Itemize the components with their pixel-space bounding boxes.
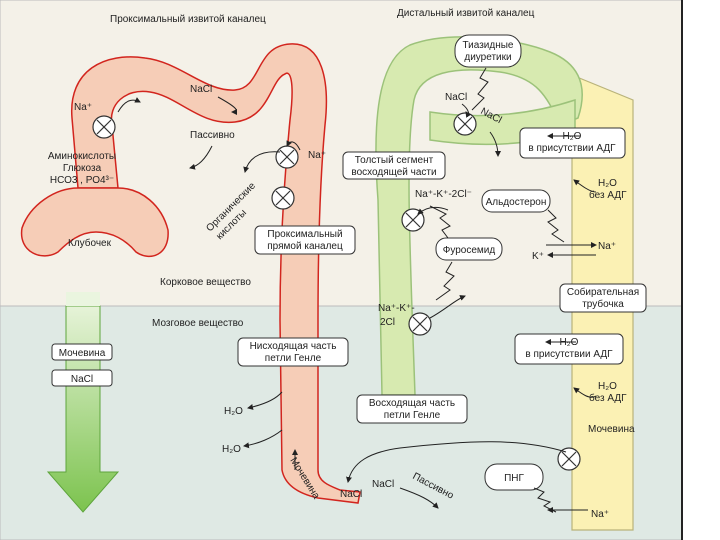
furosemide-inhibition-top bbox=[429, 205, 451, 239]
nacl-label: NaCl bbox=[190, 84, 212, 95]
transporter-straight-2 bbox=[271, 186, 295, 210]
straight-tubule-box bbox=[254, 225, 356, 255]
loop-nacl-passive-label: NaCl bbox=[372, 479, 394, 490]
cotransporter-proximal bbox=[92, 115, 116, 139]
proximal-convoluted-title: Проксимальный извитой каналец bbox=[110, 14, 266, 25]
h2o-no-adh-top-arrow bbox=[573, 179, 597, 193]
nkcc-bottom-arrow bbox=[429, 295, 466, 319]
passive-arrow bbox=[189, 145, 213, 170]
nkcc-bottom-symbol bbox=[408, 312, 432, 336]
gradient-arrow-top bbox=[66, 292, 100, 306]
glucose-label: Глюкоза bbox=[63, 163, 102, 174]
thick-segment-label-2: восходящей части bbox=[351, 167, 436, 178]
nkcc-bottom-label-1: Na⁺-K⁺- bbox=[378, 303, 415, 314]
bicarbonate-label: НСО3 , РО4³⁻ bbox=[50, 175, 114, 186]
h2o-no-adh-top-label-1: H₂O bbox=[598, 178, 617, 189]
nacl-cotransporter bbox=[453, 112, 477, 136]
legend-urea-label: Мочевина bbox=[59, 348, 106, 359]
organic-acids-arrow bbox=[243, 151, 281, 173]
thiazide-inhibition bbox=[471, 67, 489, 111]
h2o-no-adh-top-label-2: без АДГ bbox=[589, 189, 627, 201]
nkcc-bottom-label-2: 2Cl bbox=[380, 317, 395, 328]
h2o-arrow-2 bbox=[243, 429, 283, 449]
distal-convoluted-title: Дистальный извитой каналец bbox=[397, 8, 535, 19]
furosemide-box bbox=[435, 237, 503, 261]
descending-label-2: петли Генле bbox=[265, 353, 322, 364]
na-plus-right-label: Na⁺ bbox=[308, 150, 326, 161]
aldosterone-effect bbox=[547, 209, 565, 243]
aldosterone-label: Альдостерон bbox=[486, 197, 547, 208]
furosemide-inhibition-bottom bbox=[435, 261, 455, 301]
legend-nacl-label: NaCl bbox=[71, 374, 93, 385]
h2o-adh-top-box bbox=[519, 127, 626, 159]
thiazide-box bbox=[454, 34, 522, 68]
na-arrow bbox=[117, 97, 141, 113]
ascending-box bbox=[356, 394, 468, 424]
h2o-no-adh-bottom-label-2: без АДГ bbox=[589, 392, 627, 404]
cortex-label: Корковое вещество bbox=[160, 277, 251, 288]
gradient-arrow bbox=[46, 305, 120, 513]
h2o-label-2: H₂O bbox=[222, 444, 241, 455]
na-plus-label: Na⁺ bbox=[74, 102, 92, 113]
h2o-label-1: H₂O bbox=[224, 406, 243, 417]
nacl-passive-arrow bbox=[399, 487, 439, 509]
straight-tubule-label-1: Проксимальный bbox=[267, 229, 342, 240]
png-box bbox=[484, 463, 544, 491]
ascending-label-1: Восходящая часть bbox=[369, 398, 455, 409]
glomerulus bbox=[20, 187, 169, 258]
collecting-urea-label: Мочевина bbox=[588, 424, 635, 435]
loop-nacl-bottom-label: NaCl bbox=[340, 489, 362, 500]
h2o-arrow-1 bbox=[247, 391, 283, 410]
legend-urea-box bbox=[51, 343, 113, 361]
transporter-straight-1 bbox=[275, 145, 299, 169]
urea-transporter bbox=[557, 447, 581, 471]
collecting-na-plus-bottom-label: Na⁺ bbox=[591, 509, 609, 520]
duct-label-2: трубочка bbox=[582, 298, 624, 310]
collecting-k-plus-label: K⁺ bbox=[532, 251, 544, 262]
thick-segment-label-1: Толстый сегмент bbox=[355, 155, 434, 166]
glomerulus-label: Клубочек bbox=[68, 237, 112, 249]
medulla-label: Мозговое вещество bbox=[152, 318, 244, 329]
thiazide-label-1: Тиазидные bbox=[463, 40, 514, 51]
aldosterone-box bbox=[481, 189, 551, 213]
amino-acids-label: Аминокислоты bbox=[48, 151, 116, 162]
ascending-label-2: петли Генле bbox=[384, 410, 441, 421]
distal-nacl-arrow bbox=[461, 103, 472, 118]
nacl-arrow bbox=[217, 96, 238, 115]
h2o-adh-top-label-2: в присутствии АДГ bbox=[528, 143, 616, 154]
h2o-no-adh-bottom-label-1: H₂O bbox=[598, 381, 617, 392]
duct-label-1: Собирательная bbox=[567, 286, 639, 298]
h2o-adh-bottom-box bbox=[514, 333, 624, 365]
descending-box bbox=[237, 337, 349, 367]
collecting-to-loop-arrow bbox=[346, 441, 567, 483]
h2o-no-adh-bottom-arrow bbox=[573, 387, 597, 398]
legend-nacl-box bbox=[51, 369, 113, 387]
collecting-na-plus-label: Na⁺ bbox=[598, 241, 616, 252]
distal-nacl-out-arrow bbox=[489, 131, 501, 157]
straight-tubule-label-2: прямой каналец bbox=[267, 241, 343, 252]
furosemide-label: Фуросемид bbox=[443, 245, 496, 256]
na-right-arrow bbox=[286, 140, 301, 151]
descending-label-1: Нисходящая часть bbox=[250, 341, 337, 352]
distal-nacl-in-label: NaCl bbox=[445, 92, 467, 103]
duct-label-box bbox=[559, 283, 647, 313]
nkcc-top-label: Na⁺-K⁺-2Cl⁻ bbox=[415, 189, 472, 200]
h2o-adh-bottom-label-2: в присутствии АДГ bbox=[525, 349, 613, 360]
png-effect bbox=[533, 487, 557, 513]
passive-label: Пассивно bbox=[190, 130, 235, 141]
png-label: ПНГ bbox=[504, 473, 524, 484]
thick-segment-box bbox=[342, 151, 446, 180]
thiazide-label-2: диуретики bbox=[464, 52, 511, 63]
nkcc-top-arrow bbox=[417, 206, 449, 215]
